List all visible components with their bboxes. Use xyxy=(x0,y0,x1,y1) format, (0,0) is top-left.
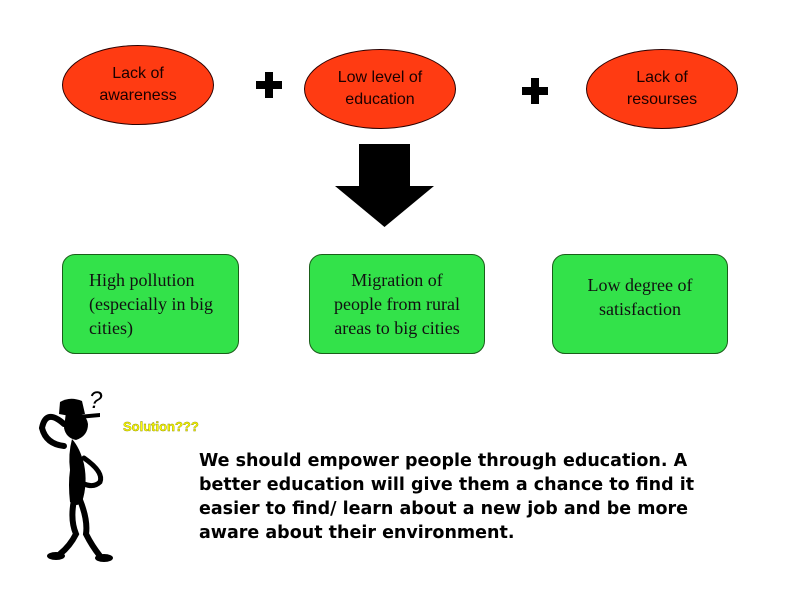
right-foot xyxy=(95,554,113,562)
raised-arm xyxy=(38,414,67,449)
cause-label: Low level of education xyxy=(337,69,423,108)
hip-arm xyxy=(81,455,104,489)
cause-ellipse-lack-of-resources: Lack of resourses xyxy=(586,49,738,129)
cause-ellipse-low-education: Low level of education xyxy=(304,49,456,129)
solution-paragraph: We should empower people through educati… xyxy=(199,451,695,543)
effect-label: Low degree of satisfaction xyxy=(587,275,693,319)
effect-label: High pollution (especially in big cities… xyxy=(89,270,213,338)
solution-heading: Solution??? xyxy=(123,419,199,434)
head xyxy=(64,411,88,440)
torso xyxy=(69,439,86,505)
cause-label: Lack of awareness xyxy=(99,65,177,104)
cause-ellipse-lack-of-awareness: Lack of awareness xyxy=(62,45,214,125)
thinking-person-icon: ? xyxy=(38,387,113,562)
right-leg xyxy=(77,497,103,559)
down-arrow-icon xyxy=(335,144,434,227)
left-foot xyxy=(47,552,65,560)
down-arrow-shape xyxy=(335,144,434,227)
question-mark: ? xyxy=(89,387,103,414)
plus-icon xyxy=(522,78,548,104)
effect-box-migration: Migration of people from rural areas to … xyxy=(309,254,485,354)
cause-label: Lack of resourses xyxy=(626,69,698,108)
effect-label: Migration of people from rural areas to … xyxy=(334,270,460,338)
left-leg xyxy=(57,497,80,557)
plus-icon xyxy=(256,72,282,98)
hat xyxy=(59,398,85,416)
effect-box-low-satisfaction: Low degree of satisfaction xyxy=(552,254,728,354)
effect-box-high-pollution: High pollution (especially in big cities… xyxy=(62,254,239,354)
